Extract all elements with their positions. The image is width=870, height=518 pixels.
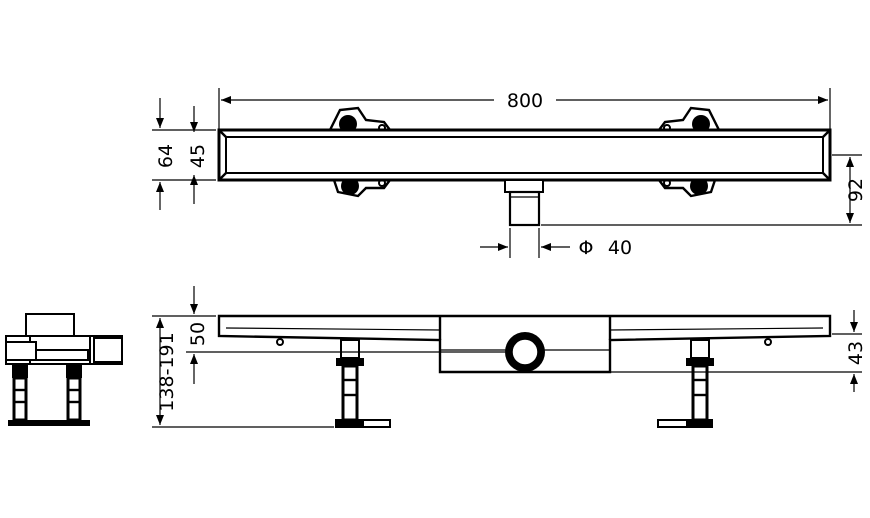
dim-outlet-diameter: 40 <box>608 237 632 259</box>
channel-inner <box>225 136 824 174</box>
dim-outlet-depth: 92 <box>845 178 867 202</box>
leg-right <box>657 339 714 428</box>
front-view: 138-191 50 43 <box>152 286 867 428</box>
dim-channel-height-side: 50 <box>187 322 209 346</box>
dim-diameter-symbol: Φ <box>579 237 594 259</box>
dim-total-height-top: 64 <box>155 144 177 168</box>
dim-overall-length: 800 <box>507 90 543 112</box>
dim-channel-height-top: 45 <box>187 144 209 168</box>
dim-outlet-height-side: 43 <box>845 341 867 365</box>
leg-left <box>335 339 391 428</box>
top-view: 800 <box>152 88 867 259</box>
dim-install-height-range: 138-191 <box>156 332 178 411</box>
outlet-top-view <box>504 179 544 227</box>
end-view <box>5 313 123 426</box>
